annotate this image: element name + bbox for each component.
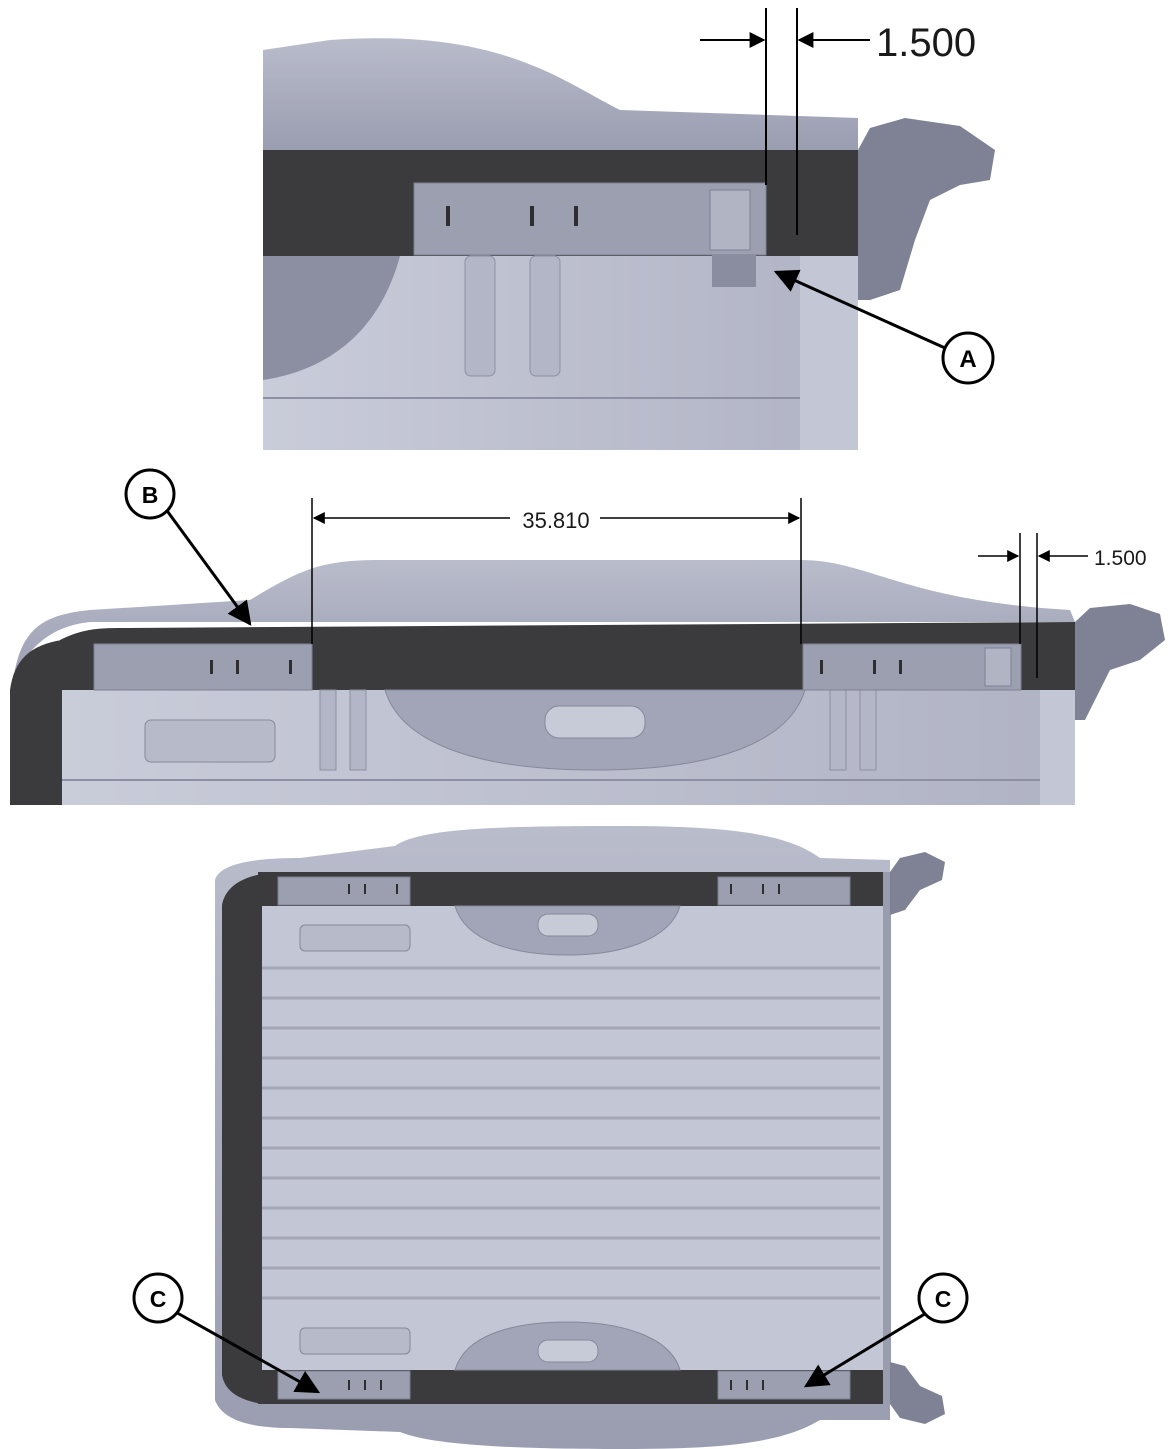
overall-bed-view: C C — [132, 826, 969, 1449]
bracket-slot — [820, 660, 823, 674]
bracket-slot — [236, 660, 239, 674]
bracket-slot — [574, 206, 578, 226]
center-handle-middle — [544, 705, 646, 739]
bracket-tab — [984, 647, 1012, 687]
callout-label-c-left: C — [150, 1286, 167, 1312]
corner-hardware-front — [890, 852, 945, 915]
callout-label-a: A — [959, 346, 976, 373]
bed-floor — [258, 905, 883, 1370]
callout-circle-a — [941, 331, 995, 385]
callout-circle-b — [124, 468, 176, 520]
bracket-rear-right — [717, 1370, 851, 1400]
floor-recess-left — [144, 719, 276, 763]
bracket-slot — [899, 660, 902, 674]
detail-view-top: 1.500 A — [263, 8, 995, 450]
bracket-left-middle — [93, 643, 313, 691]
callout-label-b: B — [142, 482, 159, 508]
detail-view-middle: 35.810 1.500 B — [10, 468, 1165, 805]
bracket-foot — [712, 255, 756, 287]
callout-leader-b — [163, 507, 252, 626]
dimension-label-middle-gap: 1.500 — [1094, 547, 1147, 570]
floor-ribs — [262, 966, 880, 1300]
bed-cover-middle — [12, 560, 1075, 690]
corner-hardware-middle — [1075, 604, 1165, 720]
bracket-slot — [210, 660, 213, 674]
bed-cover-top — [263, 38, 858, 150]
bracket-tab — [709, 189, 751, 251]
side-panel-middle — [1040, 690, 1075, 805]
handle-front — [537, 913, 599, 937]
handle-rear — [537, 1339, 599, 1363]
dimension-label-top: 1.500 — [876, 21, 976, 65]
floor-recess — [299, 924, 411, 952]
callout-leader-c-right — [803, 1310, 929, 1388]
side-panel-right — [883, 872, 891, 1404]
floor-recess — [299, 1327, 411, 1355]
bracket-top — [413, 182, 767, 256]
bracket-front-right — [717, 876, 851, 906]
corner-hardware-rear — [890, 1362, 945, 1424]
rib — [829, 689, 847, 771]
bracket-slot — [289, 660, 292, 674]
bracket-rear-left — [277, 1370, 411, 1400]
bracket-slots — [348, 884, 780, 1390]
rib — [859, 689, 877, 771]
rib — [349, 689, 367, 771]
side-wall-left-middle — [10, 640, 62, 805]
rib — [319, 689, 337, 771]
bracket-front-left — [277, 876, 411, 906]
dimension-label-middle-span: 35.810 — [522, 508, 589, 533]
wheel-well-top — [263, 256, 400, 380]
rib — [464, 255, 496, 377]
callout-label-c-right: C — [935, 1286, 952, 1312]
callout-circle-c-left — [132, 1272, 184, 1324]
callout-leader-a — [773, 269, 946, 350]
bracket-slot — [530, 206, 534, 226]
rib — [529, 255, 561, 377]
callout-circle-c-right — [917, 1272, 969, 1324]
callout-leader-c-left — [171, 1308, 321, 1394]
corner-hardware-top — [858, 118, 995, 300]
side-wall-left — [222, 874, 262, 1404]
bracket-slot — [873, 660, 876, 674]
bracket-slot — [446, 206, 450, 226]
